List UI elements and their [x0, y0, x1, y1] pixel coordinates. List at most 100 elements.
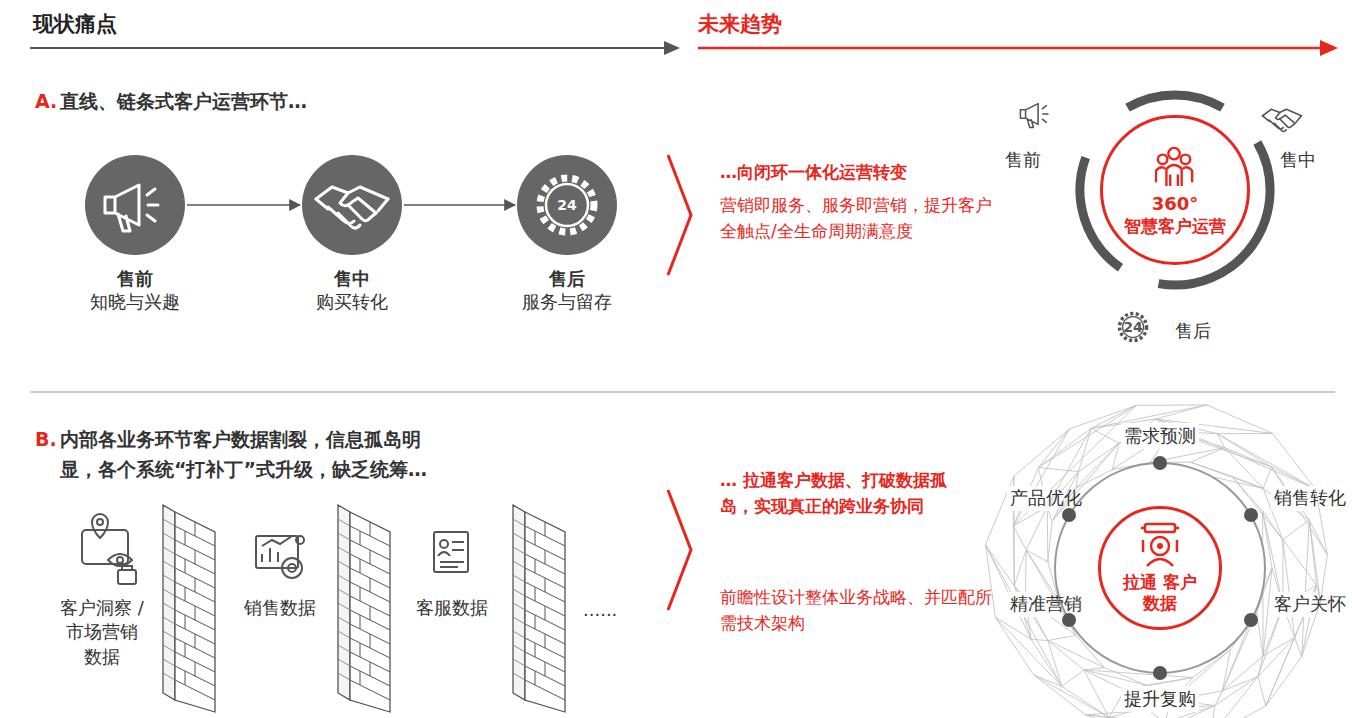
mesh-line — [1038, 428, 1091, 467]
mesh-line — [1295, 638, 1302, 657]
brick-line — [338, 673, 350, 680]
mesh-line — [1215, 677, 1258, 706]
icon-circle — [302, 155, 402, 255]
hand-icon — [302, 155, 402, 255]
mesh-line — [1210, 677, 1258, 718]
brick-line — [338, 575, 350, 582]
brick-line — [350, 680, 390, 700]
brick-joint — [360, 587, 361, 601]
brick-line — [163, 603, 175, 610]
brick-joint — [370, 522, 371, 536]
brick-line — [513, 645, 525, 652]
brick-line — [338, 659, 350, 666]
step-node: 售前知晓与兴趣 — [60, 155, 210, 314]
wall-side — [513, 505, 525, 700]
brick-joint — [195, 578, 196, 592]
brick-joint — [535, 643, 536, 657]
text-label: 精准营销 — [1007, 592, 1051, 617]
brick-joint — [545, 522, 546, 536]
brick-joint — [370, 662, 371, 676]
mesh-line — [1191, 448, 1225, 463]
mesh-illustration — [986, 405, 1328, 718]
mesh-line — [1309, 520, 1320, 602]
text-label: A. — [35, 86, 57, 116]
text-label: 24 — [1123, 320, 1142, 334]
face-icon — [1139, 522, 1181, 568]
brick-joint — [370, 606, 371, 620]
stage-title: 售中 — [334, 267, 370, 290]
mesh-line — [1136, 404, 1207, 406]
text-label: 售中 — [1280, 148, 1316, 172]
brick-joint — [545, 606, 546, 620]
mesh-line — [1207, 405, 1273, 434]
mesh-line — [1263, 638, 1295, 656]
mesh-line — [1062, 670, 1084, 687]
divider — [30, 391, 1335, 393]
mesh-line — [1048, 641, 1084, 670]
brick-joint — [535, 531, 536, 545]
brick-joint — [185, 615, 186, 629]
text-label: 客户关怀 — [1271, 592, 1315, 617]
text-label: 24 — [557, 198, 576, 212]
text-label: ...... — [583, 598, 617, 622]
text-label: 售后 — [1175, 319, 1211, 343]
mesh-line — [1026, 550, 1048, 562]
brick-joint — [370, 634, 371, 648]
step-node: 售后服务与留存 — [492, 155, 642, 314]
brick-joint — [185, 587, 186, 601]
text-label: 客户洞察 / 市场营销 数据 — [58, 596, 146, 669]
text-label: 提升复购 — [1121, 686, 1199, 712]
brick-joint — [195, 550, 196, 564]
flow-arrow — [404, 204, 515, 206]
brick-joint — [195, 634, 196, 648]
brick-line — [338, 547, 350, 554]
data-icons — [82, 514, 468, 584]
text-label: 需求预测 — [1121, 423, 1199, 449]
brick-line — [338, 617, 350, 624]
ring-arcs — [1080, 95, 1270, 285]
brick-line — [163, 561, 175, 568]
brick-joint — [360, 615, 361, 629]
brick-joint — [360, 671, 361, 685]
mesh-line — [1210, 706, 1265, 718]
brick-line — [338, 589, 350, 596]
brick-joint — [195, 662, 196, 676]
brick-line — [338, 603, 350, 610]
flow-arrow — [187, 204, 300, 206]
mesh-line — [1217, 434, 1315, 489]
text-label: 内部各业务环节客户数据割裂，信息孤岛明显，各个系统“打补丁”式升级，缺乏统筹… — [60, 424, 435, 485]
stage-title: 售后 — [549, 267, 585, 290]
brick-line — [163, 645, 175, 652]
text-label: 未来趋势 — [698, 10, 782, 38]
mesh-line — [1283, 520, 1310, 540]
text-label: 销售转化 — [1271, 486, 1315, 511]
mesh-line — [1156, 405, 1207, 419]
brick-line — [513, 631, 525, 638]
text-label: 前瞻性设计整体业务战略、并匹配所需技术架构 — [720, 585, 995, 636]
brick-line — [338, 533, 350, 540]
mesh-line — [1034, 675, 1086, 715]
brick-line — [338, 519, 350, 526]
text-label: 售前 — [1005, 148, 1041, 172]
mesh-line — [1048, 521, 1052, 562]
ring-dots — [1062, 456, 1258, 680]
mesh-line — [1031, 639, 1062, 686]
mesh-line — [1013, 526, 1026, 550]
brick-joint — [535, 559, 536, 573]
brick-line — [163, 533, 175, 540]
stage-title: 售前 — [117, 267, 153, 290]
mesh-line — [1266, 657, 1302, 706]
brick-joint — [185, 643, 186, 657]
brick-line — [163, 575, 175, 582]
brick-line — [163, 659, 175, 666]
brick-line — [525, 680, 565, 700]
text-label: 直线、链条式客户运营环节… — [60, 86, 580, 116]
brick-line — [513, 519, 525, 526]
brick-line — [513, 603, 525, 610]
brick-line — [513, 673, 525, 680]
mesh-line — [1283, 540, 1295, 638]
mesh-line — [986, 545, 1062, 687]
mesh-line — [1272, 467, 1328, 555]
brick-line — [175, 680, 215, 700]
